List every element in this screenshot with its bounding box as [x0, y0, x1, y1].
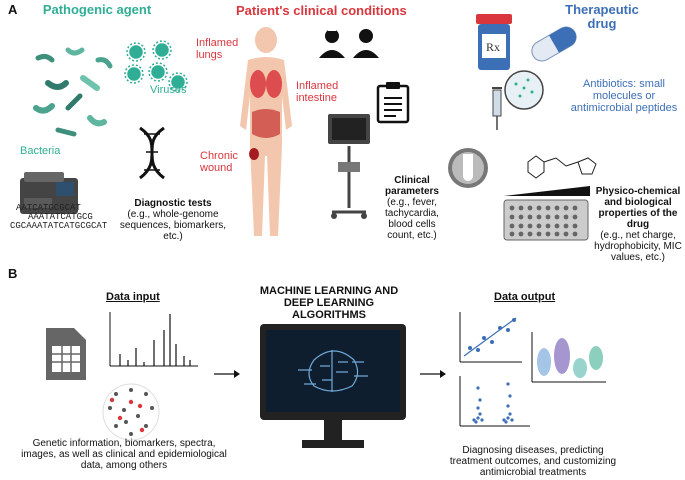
mass-spectrum-chart: [109, 312, 198, 367]
human-body-illustration: [240, 27, 292, 236]
props-text: (e.g., net charge, hydrophobicity, MIC v…: [594, 230, 682, 263]
lungs-label: Inflamed lungs: [196, 37, 239, 61]
clipboard-icon: [376, 82, 410, 124]
data-output-title: Data output: [494, 291, 556, 303]
capsule-icon: [531, 26, 577, 62]
input-caption: Genetic information, biomarkers, spectra…: [21, 438, 227, 471]
dna-seq-line-3: CGCAAATATCATGCGCAT: [10, 221, 108, 231]
dna-helix-icon: [139, 126, 165, 180]
pill-bottle-icon: Rx: [476, 14, 512, 70]
intestine-label: Inflamed intestine: [296, 80, 339, 104]
petri-dish-icon: [504, 70, 544, 110]
dna-seq-line-2: AAATATCATGCG: [28, 212, 93, 222]
doctors-icon: [319, 28, 379, 58]
rx-text: Rx: [486, 40, 500, 54]
panel-b-letter: B: [8, 266, 18, 281]
patient-title: Patient's clinical conditions: [236, 3, 407, 18]
arrow-right-icon: [214, 370, 240, 378]
pathogen-title: Pathogenic agent: [42, 2, 152, 17]
arrow-right-icon-2: [420, 370, 446, 378]
props-title: Physico-chemical and biological properti…: [595, 186, 681, 230]
bacteria-illustration: [33, 47, 113, 137]
sequencer-machine-icon: [20, 172, 78, 214]
bacteria-label: Bacteria: [20, 145, 61, 157]
clinical-params-block: Clinical parameters (e.g., fever, tachyc…: [374, 175, 450, 241]
syringe-icon: [492, 87, 502, 130]
distribution-plot-icon: [459, 376, 530, 427]
params-text: (e.g., fever, tachycardia, blood cells c…: [385, 197, 439, 241]
medical-monitor-icon: [328, 114, 370, 219]
diag-title: Diagnostic tests: [134, 198, 212, 209]
antibiotics-label: Antibiotics: small molecules or antimicr…: [570, 78, 678, 114]
violin-plot-icon: [531, 332, 606, 383]
dna-seq-line-1: AATCATGCGCAT: [16, 203, 81, 213]
vial-icon: [448, 148, 488, 188]
drug-props-block: Physico-chemical and biological properti…: [592, 186, 684, 263]
network-image-icon: [102, 383, 160, 441]
panel-a-letter: A: [8, 2, 18, 17]
microplate-icon: [503, 186, 590, 241]
computer-monitor-icon: [260, 324, 406, 448]
chemical-structure-icon: [527, 155, 597, 179]
params-title: Clinical parameters: [385, 175, 439, 197]
wound-label: Chronic wound: [200, 150, 238, 174]
drug-title: Therapeutic drug: [565, 2, 639, 31]
viruses-label: Viruses: [150, 84, 187, 96]
viruses-illustration: [124, 40, 188, 92]
diagnostic-tests-block: Diagnostic tests (e.g., whole-genome seq…: [118, 198, 228, 242]
data-input-title: Data input: [106, 291, 160, 303]
scatter-regression-icon: [459, 312, 522, 363]
spreadsheet-file-icon: [46, 328, 86, 380]
diag-text: (e.g., whole-genome sequences, biomarker…: [119, 209, 227, 242]
ml-title: MACHINE LEARNING AND DEEP LEARNING ALGOR…: [259, 285, 399, 321]
output-caption: Diagnosing diseases, predicting treatmen…: [449, 445, 617, 478]
